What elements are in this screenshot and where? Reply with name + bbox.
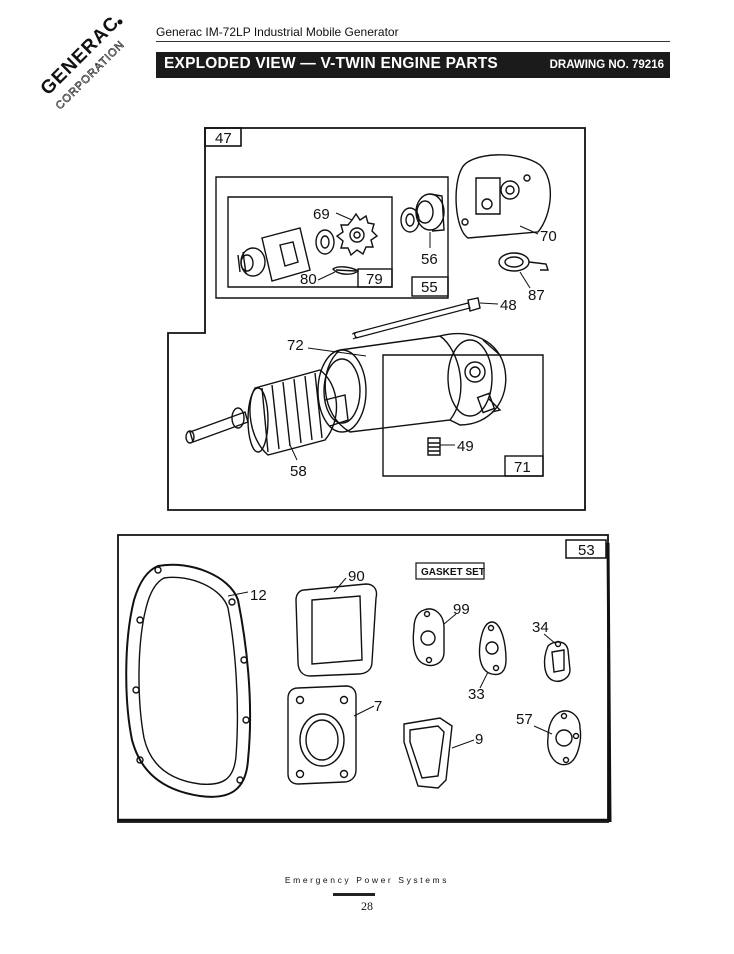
box-55-label: 55 [421,279,438,296]
box-55-tag [411,276,449,297]
starter-assembly-group [167,127,586,511]
title-rule [156,41,670,42]
box-71-tag [504,455,544,477]
part-99-gasket [412,608,445,667]
document-title: Generac IM-72LP Industrial Mobile Genera… [156,25,399,39]
callout-9: 9 [475,731,483,748]
callout-87: 87 [528,287,545,304]
part-34-gasket [543,641,571,682]
box-71-label: 71 [514,459,531,476]
box-47-label: 47 [215,130,232,147]
drawing-number: DRAWING NO. 79216 [549,59,664,71]
gasket-set-label-box [415,562,485,580]
callout-80: 80 [300,271,317,288]
footer-rule [333,893,375,896]
callout-69: 69 [313,206,330,223]
part-48-through-bolt [353,302,471,339]
callout-70: 70 [540,228,557,245]
gasket-set-group [117,534,612,823]
box-53-label: 53 [578,542,595,559]
callout-12: 12 [250,587,267,604]
part-7-head-gasket [287,685,357,785]
part-12-crankcase-gasket [125,563,252,798]
part-69-gear [335,212,379,257]
box-53-tag [565,539,607,559]
footer-company-line: Emergency Power Systems [284,875,450,885]
part-56-pinion [415,193,445,231]
part-70-drive-housing [455,154,552,239]
part-80-retainer [332,266,360,275]
section-banner: EXPLODED VIEW — V-TWIN ENGINE PARTS DRAW… [156,52,670,78]
callout-34: 34 [532,619,549,636]
box-79-label: 79 [366,271,383,288]
callout-49: 49 [457,438,474,455]
part-90-gasket [295,583,378,677]
callout-72: 72 [287,337,304,354]
box-47-tag [204,127,242,147]
box-47-frame [167,127,586,511]
callout-99: 99 [453,601,470,618]
callout-33: 33 [468,686,485,703]
box-71-frame [382,354,544,477]
box-53-frame [117,534,609,823]
box-79-tag [357,268,393,288]
part-58-armature [249,369,338,456]
part-49-spring [427,437,441,456]
part-9-gasket [403,717,453,789]
banner-title: EXPLODED VIEW — V-TWIN ENGINE PARTS [164,55,498,72]
gasket-set-title: GASKET SET [421,567,485,578]
logo-dot [117,19,123,25]
part-87-seal [498,252,530,272]
box-55-frame [215,176,449,299]
page-number: 28 [361,899,373,913]
callout-58: 58 [290,463,307,480]
generac-logo: GENERAC CORPORATION [40,13,128,113]
part-57-gasket [547,710,582,766]
callout-48: 48 [500,297,517,314]
callout-90: 90 [348,568,365,585]
part-33-gasket [478,621,507,676]
callout-7: 7 [374,698,382,715]
callout-56: 56 [421,251,438,268]
callout-57: 57 [516,711,533,728]
